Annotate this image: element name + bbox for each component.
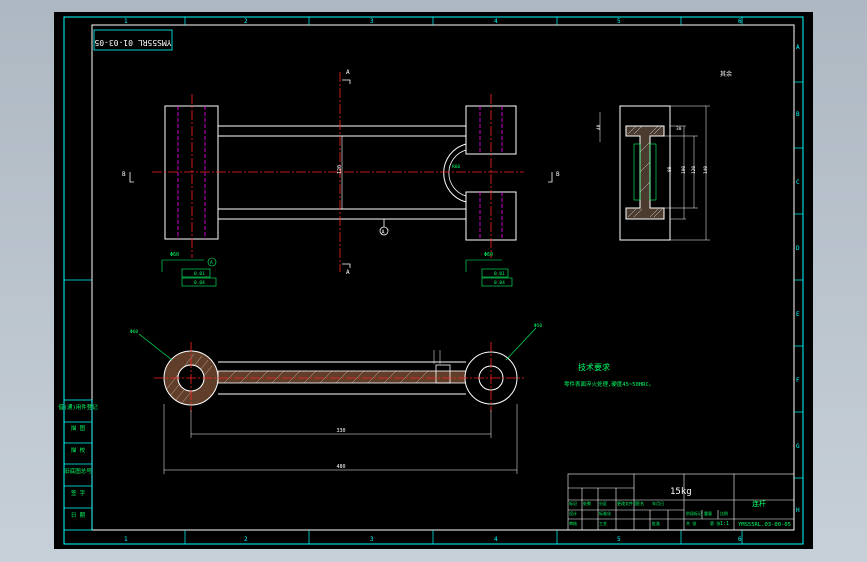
sec-dim: 120 bbox=[691, 166, 697, 174]
title-block bbox=[567, 473, 795, 531]
row-label: G bbox=[796, 443, 800, 450]
col-label: 6 bbox=[738, 18, 742, 25]
drawing-canvas[interactable]: 1 2 3 4 5 6 1 2 3 4 5 6 A B C D E F bbox=[54, 12, 813, 549]
technical-requirements: 技术要求 零件表面淬火处理,硬度45~50HRC。 bbox=[564, 362, 654, 388]
col-label: 5 bbox=[617, 536, 621, 543]
row-label: B bbox=[796, 111, 800, 118]
dim-center-distance: 330 bbox=[336, 428, 345, 434]
sec-dim: 80 bbox=[667, 166, 673, 172]
row-label: E bbox=[796, 311, 800, 318]
svg-text:审核: 审核 bbox=[569, 520, 577, 526]
col-label: 3 bbox=[370, 536, 374, 543]
row-label: H bbox=[796, 507, 800, 514]
dim-radius-top: R60 bbox=[452, 164, 460, 170]
svg-text:标准化: 标准化 bbox=[599, 510, 611, 516]
stamp-label: 借(通)用件登记 bbox=[58, 403, 98, 411]
datum-label: A bbox=[382, 230, 385, 236]
svg-text:更改文件号: 更改文件号 bbox=[617, 500, 637, 506]
svg-text:Φ60: Φ60 bbox=[484, 252, 493, 258]
col-label: 2 bbox=[244, 536, 248, 543]
drawing-number: YMS55RL.03-00-05 bbox=[738, 522, 791, 528]
stamp-label: 描 图 bbox=[71, 424, 86, 432]
section-a-bottom: A bbox=[346, 269, 350, 276]
part-name: 连杆 bbox=[752, 499, 766, 508]
scale-value: 1:1 bbox=[720, 521, 729, 527]
col-label: 4 bbox=[494, 536, 498, 543]
weight-value: 15kg bbox=[670, 487, 692, 497]
col-label: 3 bbox=[370, 18, 374, 25]
row-label: C bbox=[796, 179, 800, 186]
svg-text:年月日: 年月日 bbox=[652, 500, 664, 506]
svg-text:签名: 签名 bbox=[636, 500, 644, 506]
col-label: 4 bbox=[494, 18, 498, 25]
dim-overall-length: 480 bbox=[336, 464, 345, 470]
roughness-note: 其余 bbox=[720, 70, 732, 78]
stamp-label: 日 期 bbox=[71, 512, 86, 519]
tolerance-frame-left: Φ60 A 0.01 0.04 bbox=[161, 252, 217, 287]
row-labels: A B C D E F G H bbox=[796, 44, 800, 514]
stamp-code-box: YMS55RL 01-03-05 bbox=[93, 29, 173, 51]
cad-drawing: 1 2 3 4 5 6 1 2 3 4 5 6 A B C D E F bbox=[58, 16, 804, 545]
stamp-code: YMS55RL 01-03-05 bbox=[94, 38, 171, 47]
col-label: 1 bbox=[124, 18, 128, 25]
svg-text:0.04: 0.04 bbox=[194, 280, 205, 286]
section-b-left: B bbox=[122, 171, 126, 178]
svg-text:标记: 标记 bbox=[569, 500, 577, 506]
col-label: 1 bbox=[124, 536, 128, 543]
top-view[interactable]: A A B B A 120 R60 Φ60 A bbox=[122, 69, 560, 287]
svg-text:Φ60: Φ60 bbox=[170, 252, 179, 258]
svg-text:批准: 批准 bbox=[652, 520, 660, 526]
tech-title: 技术要求 bbox=[578, 362, 610, 372]
section-b-right: B bbox=[556, 171, 560, 178]
inner-border bbox=[91, 24, 795, 531]
sec-dim: 30 bbox=[676, 126, 682, 132]
col-label: 5 bbox=[617, 18, 621, 25]
svg-text:A: A bbox=[210, 260, 213, 266]
svg-text:共 张: 共 张 bbox=[686, 520, 696, 526]
svg-text:处数: 处数 bbox=[583, 500, 591, 506]
section-outline bbox=[619, 105, 671, 241]
stamp-label: 描 校 bbox=[71, 446, 86, 454]
col-label: 2 bbox=[244, 18, 248, 25]
sec-dim: 100 bbox=[681, 166, 687, 174]
stamp-label: 签 字 bbox=[71, 489, 86, 497]
svg-text:工艺: 工艺 bbox=[599, 521, 607, 526]
tech-requirement: 零件表面淬火处理,硬度45~50HRC。 bbox=[564, 380, 654, 388]
title-block-text: 标记 处数 分区 更改文件号 签名 年月日 设计 标准化 阶段标记 重量 比例 … bbox=[569, 487, 791, 528]
sec-dim: 40 bbox=[596, 124, 602, 130]
dim-shank: 120 bbox=[337, 165, 343, 174]
row-label: D bbox=[796, 245, 800, 252]
outer-border bbox=[63, 16, 804, 545]
svg-text:阶段标记: 阶段标记 bbox=[686, 510, 702, 516]
section-view[interactable]: 30 40 80 100 120 140 其余 bbox=[596, 70, 732, 241]
row-label: F bbox=[796, 377, 800, 384]
zone-ticks bbox=[64, 17, 803, 544]
svg-text:0.01: 0.01 bbox=[494, 271, 505, 277]
col-label: 6 bbox=[738, 536, 742, 543]
svg-text:0.04: 0.04 bbox=[494, 280, 505, 286]
dim-eye-right: Φ50 bbox=[534, 323, 542, 329]
stamp-label: 旧底图总号 bbox=[64, 467, 92, 475]
svg-text:重量: 重量 bbox=[704, 510, 712, 516]
section-a-top: A bbox=[346, 69, 350, 76]
row-label: A bbox=[796, 44, 800, 51]
svg-text:0.01: 0.01 bbox=[194, 271, 205, 277]
svg-text:设计: 设计 bbox=[569, 510, 577, 516]
ibeam-profile bbox=[625, 125, 665, 220]
sec-dim: 140 bbox=[703, 166, 709, 174]
tolerance-frame-right: Φ60 0.01 0.04 bbox=[465, 252, 513, 287]
svg-text:第 张: 第 张 bbox=[710, 520, 720, 526]
svg-text:分区: 分区 bbox=[599, 500, 607, 506]
svg-text:比例: 比例 bbox=[720, 510, 728, 516]
left-stamp-column: 借(通)用件登记 描 图 描 校 旧底图总号 签 字 日 期 bbox=[58, 399, 98, 531]
column-labels: 1 2 3 4 5 6 1 2 3 4 5 6 bbox=[124, 18, 742, 543]
front-view[interactable]: Φ60 Φ50 330 480 bbox=[130, 323, 542, 474]
dim-eye-left: Φ60 bbox=[130, 329, 138, 335]
left-boss bbox=[164, 105, 219, 240]
